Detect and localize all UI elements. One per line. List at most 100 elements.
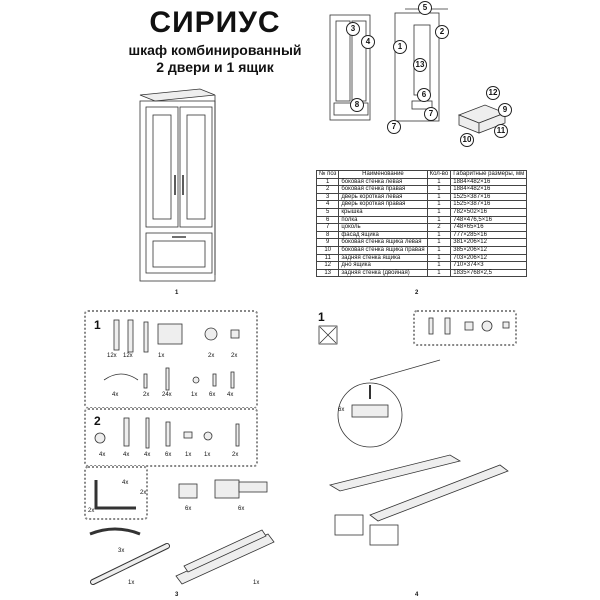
qty-label: 6x [209,392,216,398]
qty-label: 6x [338,407,345,413]
qty-label: 4x [122,480,129,486]
callout-3: 3 [346,22,360,36]
hardware-panel-2: 2 4x 4x 4x 6x 1x 1x 2x [84,408,258,467]
table-cell: 1 [315,177,340,187]
table-cell: 777×285×16 [450,230,528,240]
table-cell: цоколь [338,223,428,232]
callout-2: 2 [435,25,449,39]
callout-1: 1 [393,40,407,54]
qty-label: 12x [123,353,133,359]
cabinet-drawing [139,88,216,282]
table-cell: 1 [426,268,452,278]
qty-label: 6x [165,452,172,458]
table-cell: 748×65×16 [450,223,528,232]
table-cell: 748×476,5×16 [450,215,528,225]
callout-11: 11 [494,124,508,138]
table-cell: 1884×482×16 [450,185,528,194]
col-size: Габаритные размеры, мм [450,170,528,179]
drawer-slides-icon [175,529,275,585]
table-cell: 13 [315,268,340,278]
qty-label: 2x [232,452,239,458]
qty-label: 12x [107,353,117,359]
table-cell: 10 [315,245,340,255]
table-cell: 12 [315,261,340,270]
bracket-icon [94,480,136,510]
table-cell: боковая стенка ящика правая [338,245,428,255]
qty-label: 1x [191,392,198,398]
step-4-number: 1 [318,310,325,324]
table-cell: 1 [426,261,452,270]
qty-label: 1x [128,580,135,586]
step-2-number: 2 [94,414,101,428]
assembly-diagram [328,359,509,546]
table-cell: 710×374×3 [450,261,528,270]
callout-13: 13 [413,58,427,72]
table-cell: 6 [315,215,340,225]
table-cell: боковая стенка левая [338,177,428,187]
qty-label: 1x [185,452,192,458]
qty-label: 4x [144,452,151,458]
table-cell: 703×206×12 [450,253,528,263]
subtitle-line-2: 2 двери и 1 ящик [156,59,274,75]
col-pos: № поз [315,170,340,179]
step-1-number: 1 [94,318,101,332]
table-cell: задняя стенка (двойная) [338,268,428,278]
qty-label: 4x [99,452,106,458]
hinge-icons [178,479,268,499]
step4-fittings-panel [413,310,517,346]
table-cell: дверь короткая левая [338,192,428,202]
table-cell: задняя стенка ящика [338,253,428,263]
qty-label: 6x [185,506,192,512]
callout-8: 8 [350,98,364,112]
table-cell: 2 [315,185,340,194]
table-cell: 1 [426,185,452,194]
table-cell: 1 [426,253,452,263]
callout-5: 5 [418,1,432,15]
qty-label: 4x [112,392,119,398]
table-cell: 9 [315,238,340,247]
table-cell: 1884×482×16 [450,177,528,187]
step4-fittings-icons [428,317,510,335]
qty-label: 1x [204,452,211,458]
table-cell: 2 [426,223,452,232]
table-cell: 381×206×12 [450,238,528,247]
callout-12: 12 [486,86,500,100]
table-cell: 782×502×16 [450,207,528,217]
table-cell: 1525×387×16 [450,192,528,202]
col-name: Наименование [338,170,428,179]
callout-10: 10 [460,133,474,147]
parts-table: № поз Наименование Кол-во Габаритные раз… [315,170,528,278]
table-cell: 1525×387×16 [450,200,528,209]
page-number-1: 1 [175,290,179,296]
table-cell: 1 [426,230,452,240]
table-cell: 1 [426,245,452,255]
table-cell: дно ящика [338,261,428,270]
table-cell: 1 [426,177,452,187]
hardware-panel-1: 1 12x 12x 1x 2x 2x 4x 2x 24x 1x 6x 4x [84,310,258,409]
qty-label: 2x [143,392,150,398]
table-cell: 11 [315,253,340,263]
page-number-2: 2 [415,290,419,296]
table-cell: 1 [426,192,452,202]
table-cell: 1 [426,238,452,247]
qty-label: 3x [118,548,125,554]
qty-label: 24x [162,392,172,398]
table-cell: 7 [315,223,340,232]
qty-label: 2x [140,490,147,496]
qty-label: 2x [88,508,95,514]
qty-label: 4x [123,452,130,458]
table-cell: фасад ящика [338,230,428,240]
callout-4: 4 [361,35,375,49]
table-cell: 1 [426,207,452,217]
table-cell: боковая стенка правая [338,185,428,194]
qty-label: 2x [208,353,215,359]
